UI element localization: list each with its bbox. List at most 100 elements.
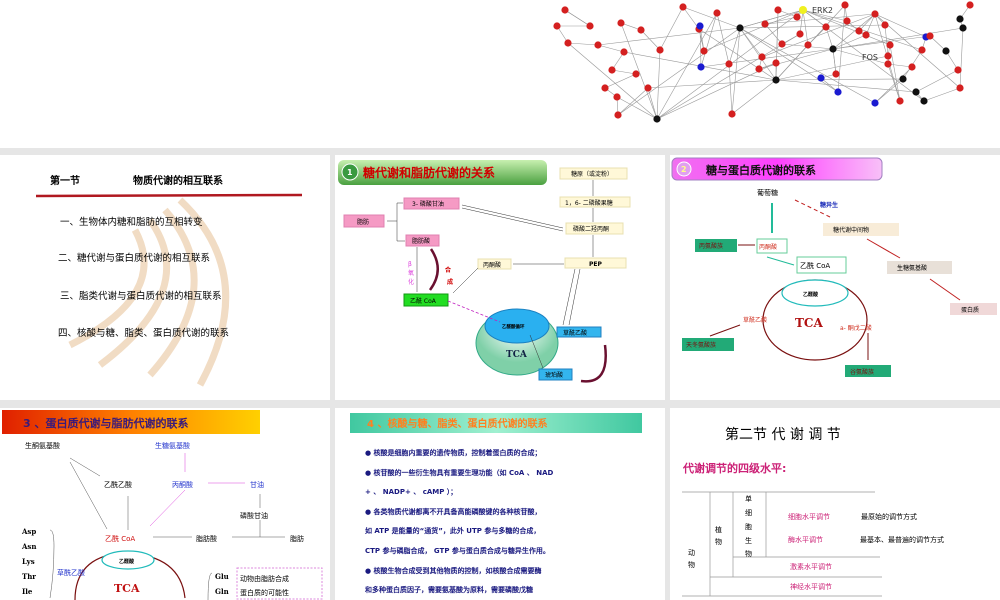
network-edge [832,35,931,50]
network-node [966,1,974,9]
network-edge [700,12,718,68]
node-fat: 脂肪 [357,218,369,226]
network-edge [775,9,779,81]
list-item: 二、糖代谢与蛋白质代谢的相互联系 [58,252,210,264]
slide-thumbnail-5[interactable]: 4 、核酸与糖、脂类、蛋白质代谢的联系 ● 核酸是细胞内重要的遗传物质，控制着蛋… [335,408,665,600]
node-fat: 脂肪 [290,534,304,543]
slide-subtitle: 代谢调节的四级水平: [682,461,786,475]
network-edge [739,27,777,81]
decorative-arcs [68,197,230,387]
label-unicellular: 单 [745,494,752,503]
network-node [644,84,652,92]
network-node [774,6,782,14]
node-pyruvate: 丙酮酸 [483,261,501,269]
title-bar [671,157,883,181]
network-node [886,41,894,49]
note-line: 动物由脂肪合成 [240,574,289,583]
node-asp-family: 天冬氨酸族 [686,341,716,349]
tca-label: TCA [795,316,823,330]
network-node [679,3,687,11]
network-node [793,13,801,21]
network-edge [832,48,837,75]
network-node [656,46,664,54]
network-node [553,22,561,30]
level-enzyme: 酶水平调节 [788,535,823,544]
network-node [761,20,769,28]
aa-label: Asn [21,542,36,551]
section-title: 物质代谢的相互联系 [133,174,223,187]
network-edge [915,69,959,93]
label-plant: 物 [715,537,722,546]
network-node [614,111,622,119]
network-node [594,41,602,49]
level-hormone: 激素水平调节 [790,562,832,571]
network-edge [739,27,876,104]
network-node [912,88,920,96]
node-glyoxylate-cycle: 乙醛酸循环 [502,323,525,330]
node-fatty-acid: 脂肪酸 [412,237,430,245]
label-unicellular: 细 [745,508,752,517]
node-succinate: 琥珀酸 [545,371,563,379]
network-edge [825,26,834,50]
network-node [725,60,733,68]
network-node [841,1,849,9]
label-he: 合 [445,266,452,274]
label-ox: 氧 [408,269,414,277]
slide-thumbnail-4[interactable]: 3 、蛋白质代谢与脂肪代谢的联系 生酮氨基酸 生糖氨基酸 乙酰乙酸 丙酮酸 甘油… [0,408,330,600]
network-graph: ERK2 FOS [553,1,974,123]
network-edge [874,66,913,104]
tca-label: TCA [506,350,528,360]
network-edge [620,22,658,120]
list-item: 四、核酸与糖、脂类、蛋白质代谢的联系 [58,327,229,339]
network-node [817,74,825,82]
badge-number: 2 [681,165,687,174]
node-acetyl-coa: 乙酰 CoA [410,297,437,305]
bullet-text: ● 核酸生物合成受到其他物质的控制，如核酸合成需要酶 [365,566,542,575]
network-node [884,52,892,60]
network-node [758,53,766,61]
network-node [959,24,967,32]
network-node [617,19,625,27]
slide-thumbnail-3[interactable]: 2 糖与蛋白质代谢的联系 葡萄糖 糖异生 糖代谢中间物 生糖氨基酸 蛋白质 丙氨… [670,155,1000,400]
network-node [822,23,830,31]
slide-thumbnail-network[interactable]: ERK2 FOS [0,0,1000,148]
network-node [620,48,628,56]
network-edge [611,51,625,71]
label-unicellular: 生 [745,536,752,545]
network-node [613,93,621,101]
slide-thumbnail-2[interactable]: 1 糖代谢和脂肪代谢的关系 糖原（或淀粉） 1，6- 二磷酸果糖 磷酸二羟丙酮 … [335,155,665,400]
network-edge [656,12,718,120]
network-edge [567,42,599,46]
node-glycerol: 甘油 [250,480,264,489]
level-nerve: 神经水平调节 [790,582,832,591]
network-node [632,70,640,78]
network-node [804,41,812,49]
node-oaa: 草酰乙酸 [57,568,85,577]
network-edge [959,27,964,89]
label-gluconeogenesis: 糖异生 [820,201,838,209]
slide-thumbnail-1[interactable]: 第一节 物质代谢的相互联系 一、生物体内糖和脂肪的互相转变 二、糖代谢与蛋白质代… [0,155,330,400]
network-node [799,6,807,14]
node-glucogenic-aa: 生糖氨基酸 [155,441,190,450]
node-glyoxylate: 乙醛酸 [803,291,819,298]
network-edge [858,13,876,32]
network-node [696,22,704,30]
slide-title: 糖与蛋白质代谢的联系 [706,163,816,177]
bullet-text: ● 核酸是细胞内重要的遗传物质，控制着蛋白质的合成； [365,448,542,457]
network-node [843,17,851,25]
network-node [736,24,744,32]
node-dhap: 磷酸二羟丙酮 [573,225,609,233]
slide-thumbnail-6[interactable]: 第二节 代 谢 调 节 代谢调节的四级水平: 动物 植物 单 细 胞 生 物 细… [670,408,1000,600]
note-line: 蛋白质的可能性 [240,588,289,597]
node-glycerol-phosphate: 磷酸甘油 [240,511,268,520]
bullet-text: ● 核苷酸的一些衍生物具有重要生理功能（如 CoA 、 NAD [365,468,553,477]
aa-label: Ile [22,587,33,596]
network-node [829,45,837,53]
label-animal: 物 [688,560,695,569]
network-node [697,63,705,71]
network-edge [889,44,901,102]
network-node [586,22,594,30]
network-node [942,47,950,55]
label-unicellular: 胞 [745,522,752,531]
node-g3p: 3- 磷酸甘油 [412,200,444,208]
